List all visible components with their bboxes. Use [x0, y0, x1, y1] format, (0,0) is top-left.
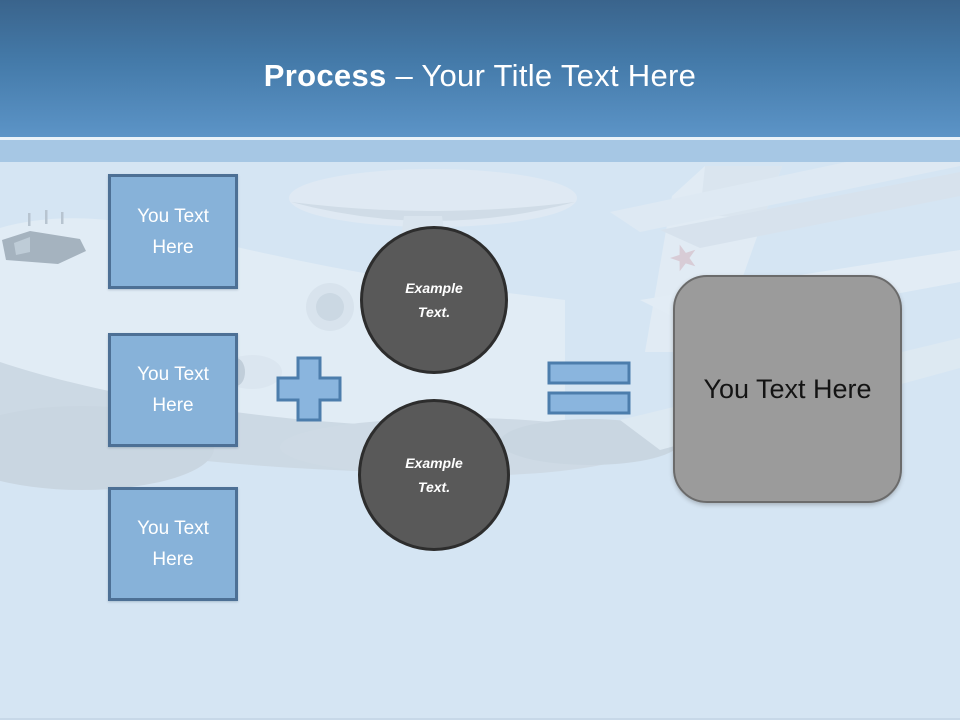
example-circle-2[interactable]: Example Text.: [358, 399, 510, 551]
result-box-label: You Text Here: [703, 373, 872, 404]
header-accent-band: [0, 140, 960, 162]
header-divider-line: [0, 137, 960, 140]
page-title[interactable]: Process – Your Title Text Here: [264, 44, 696, 94]
page-title-emphasis: Process: [263, 57, 387, 93]
placeholder-box-3-label: You Text Here: [137, 518, 209, 570]
placeholder-box-1-label: You Text Here: [137, 205, 209, 258]
slide-header: Process – Your Title Text Here: [0, 0, 960, 137]
plus-icon[interactable]: [276, 356, 342, 422]
example-circle-1[interactable]: Example Text.: [360, 226, 508, 374]
placeholder-box-3[interactable]: You Text Here: [108, 487, 238, 601]
result-box[interactable]: You Text Here: [673, 275, 902, 503]
example-circle-1-label: Example Text.: [405, 280, 463, 320]
slide-bottom-edge: [0, 718, 960, 720]
placeholder-box-1[interactable]: You Text Here: [108, 174, 238, 289]
example-circle-2-label: Example Text.: [405, 455, 463, 495]
equals-icon[interactable]: [546, 360, 632, 416]
placeholder-box-2[interactable]: You Text Here: [108, 333, 238, 447]
page-title-rest: – Your Title Text Here: [395, 57, 697, 93]
placeholder-box-2-label: You Text Here: [137, 364, 209, 416]
